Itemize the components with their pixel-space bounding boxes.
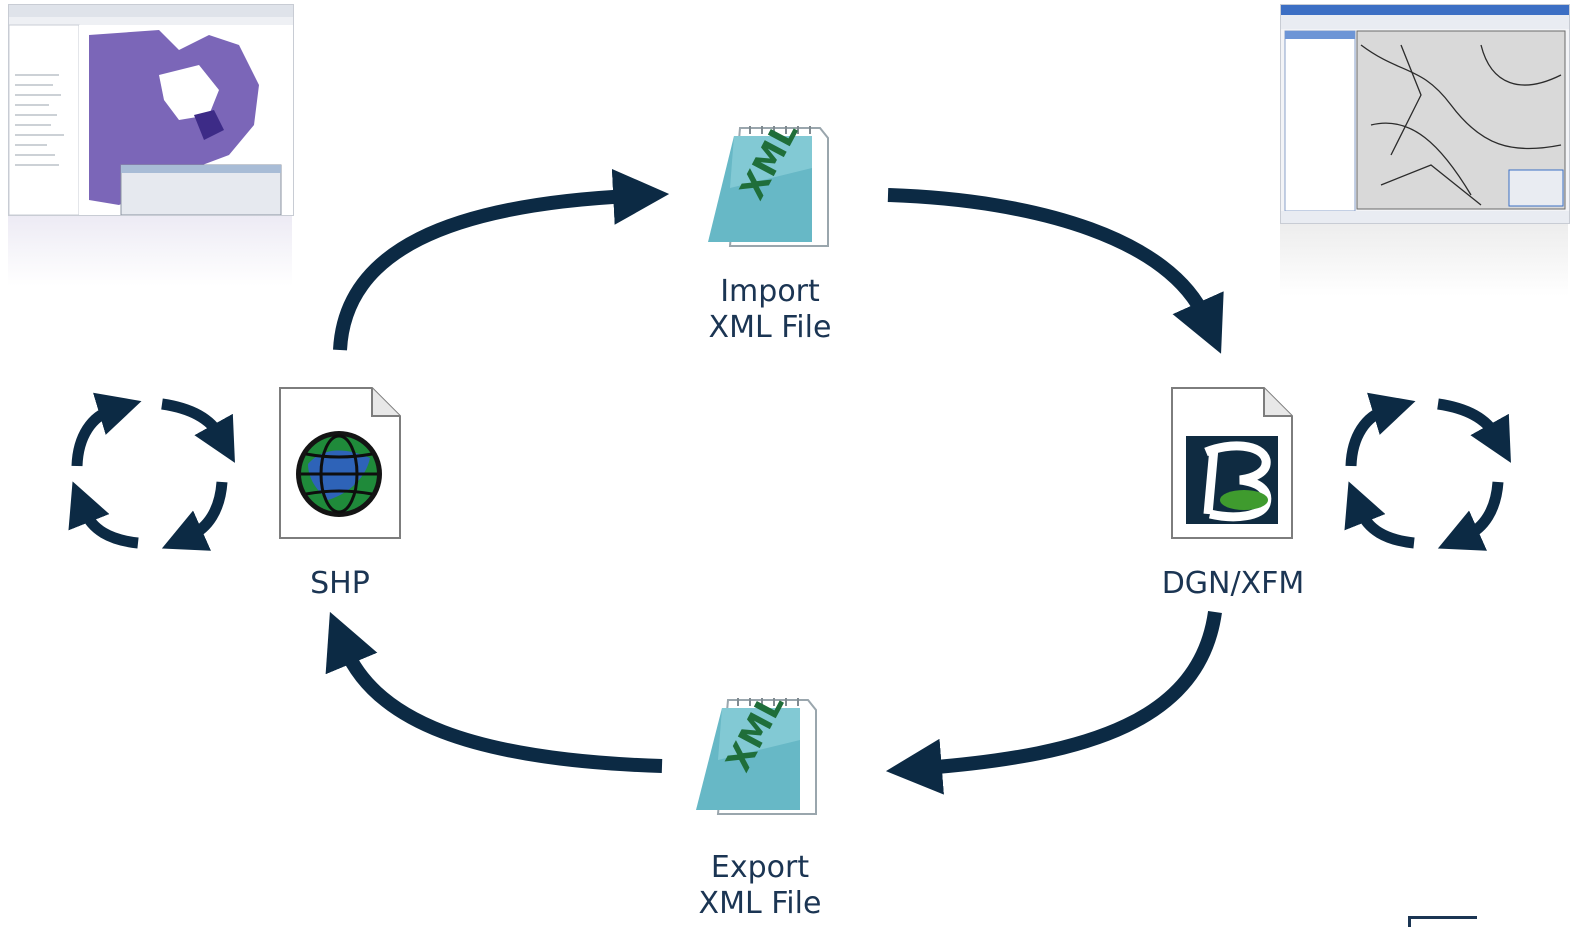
arrow-import-to-dgn [887,188,1224,354]
import-line2: XML File [708,310,832,345]
cycle-arrows-icon-left [68,392,235,551]
shp-label: SHP [310,566,370,601]
bentley-b-document-icon [1170,386,1296,542]
arrow-export-to-shp [325,611,663,773]
xml-notepad-icon-export: XML [688,687,828,824]
export-line2: XML File [698,886,822,921]
partial-icon-bottom-right [1408,916,1477,927]
dgn-label: DGN/XFM [1161,566,1305,601]
cycle-arrows-icon-right [1344,392,1511,551]
gis-map-screenshot [8,4,294,216]
xml-notepad-icon-import: XML [700,115,840,258]
export-line1: Export [710,850,810,885]
export-xml-label: Export XML File [660,850,860,922]
import-xml-label: Import XML File [670,274,870,346]
arrow-shp-to-import [333,168,670,351]
globe-document-icon [278,386,404,542]
microstation-screenshot-reflection [1280,224,1568,296]
microstation-screenshot [1280,4,1570,224]
arrow-dgn-to-export [885,611,1222,795]
import-line1: Import [720,274,820,309]
gis-screenshot-reflection [8,216,292,286]
